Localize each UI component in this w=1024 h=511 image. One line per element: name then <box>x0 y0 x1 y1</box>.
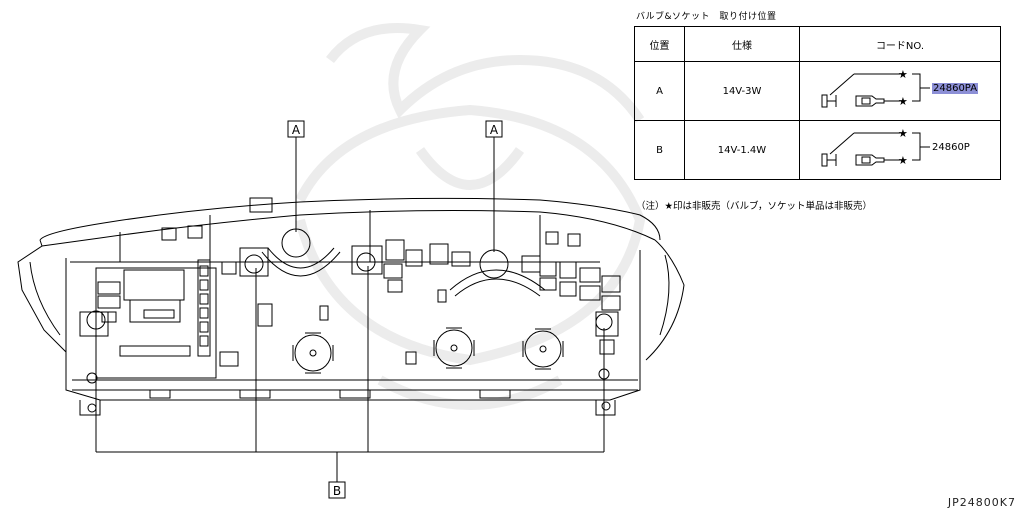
note-text: （注）★印は非販売（バルブ，ソケット単品は非販売） <box>636 201 873 212</box>
svg-text:B: B <box>333 484 341 498</box>
drawing-code: JP24800K7 <box>947 496 1016 509</box>
bulb-socket-icon: ★ ★ <box>821 127 930 167</box>
header-code: コードNO. <box>799 26 1001 62</box>
table-title: バルブ&ソケット 取り付け位置 <box>636 12 777 22</box>
table-row: A 14V-3W ★ ★ 24860PA <box>634 61 1001 121</box>
svg-text:A: A <box>292 123 301 137</box>
row-b-position: B <box>634 120 685 180</box>
bulb-socket-table: 位置 仕様 コードNO. A 14V-3W ★ ★ 24860PA <box>634 26 1001 180</box>
svg-text:★: ★ <box>898 154 908 167</box>
row-b-code: 24860P <box>932 142 970 153</box>
callout-a-right: A <box>485 120 503 138</box>
row-b-code-cell: ★ ★ 24860P <box>799 120 1001 180</box>
svg-text:★: ★ <box>898 127 908 140</box>
circuit-board <box>79 239 621 379</box>
row-a-code-cell: ★ ★ 24860PA <box>799 61 1001 121</box>
row-a-position: A <box>634 61 685 121</box>
row-b-spec: 14V-1.4W <box>684 120 800 180</box>
svg-text:A: A <box>490 123 499 137</box>
leader-lines <box>95 137 605 482</box>
header-spec: 仕様 <box>684 26 800 62</box>
row-a-code: 24860PA <box>932 83 979 94</box>
svg-text:★: ★ <box>898 68 908 81</box>
bulb-arcs <box>261 228 546 297</box>
cluster-housing <box>17 197 685 416</box>
row-a-spec: 14V-3W <box>684 61 800 121</box>
svg-text:★: ★ <box>898 95 908 108</box>
table-row: B 14V-1.4W ★ ★ 24860P <box>634 120 1001 180</box>
table-header-row: 位置 仕様 コードNO. <box>634 26 1001 62</box>
watermark <box>295 23 646 410</box>
gauge-bosses <box>86 327 611 413</box>
callout-a-left: A <box>287 120 305 138</box>
bulb-socket-icon: ★ ★ <box>821 68 930 108</box>
callout-b: B <box>328 481 346 499</box>
header-position: 位置 <box>634 26 685 62</box>
